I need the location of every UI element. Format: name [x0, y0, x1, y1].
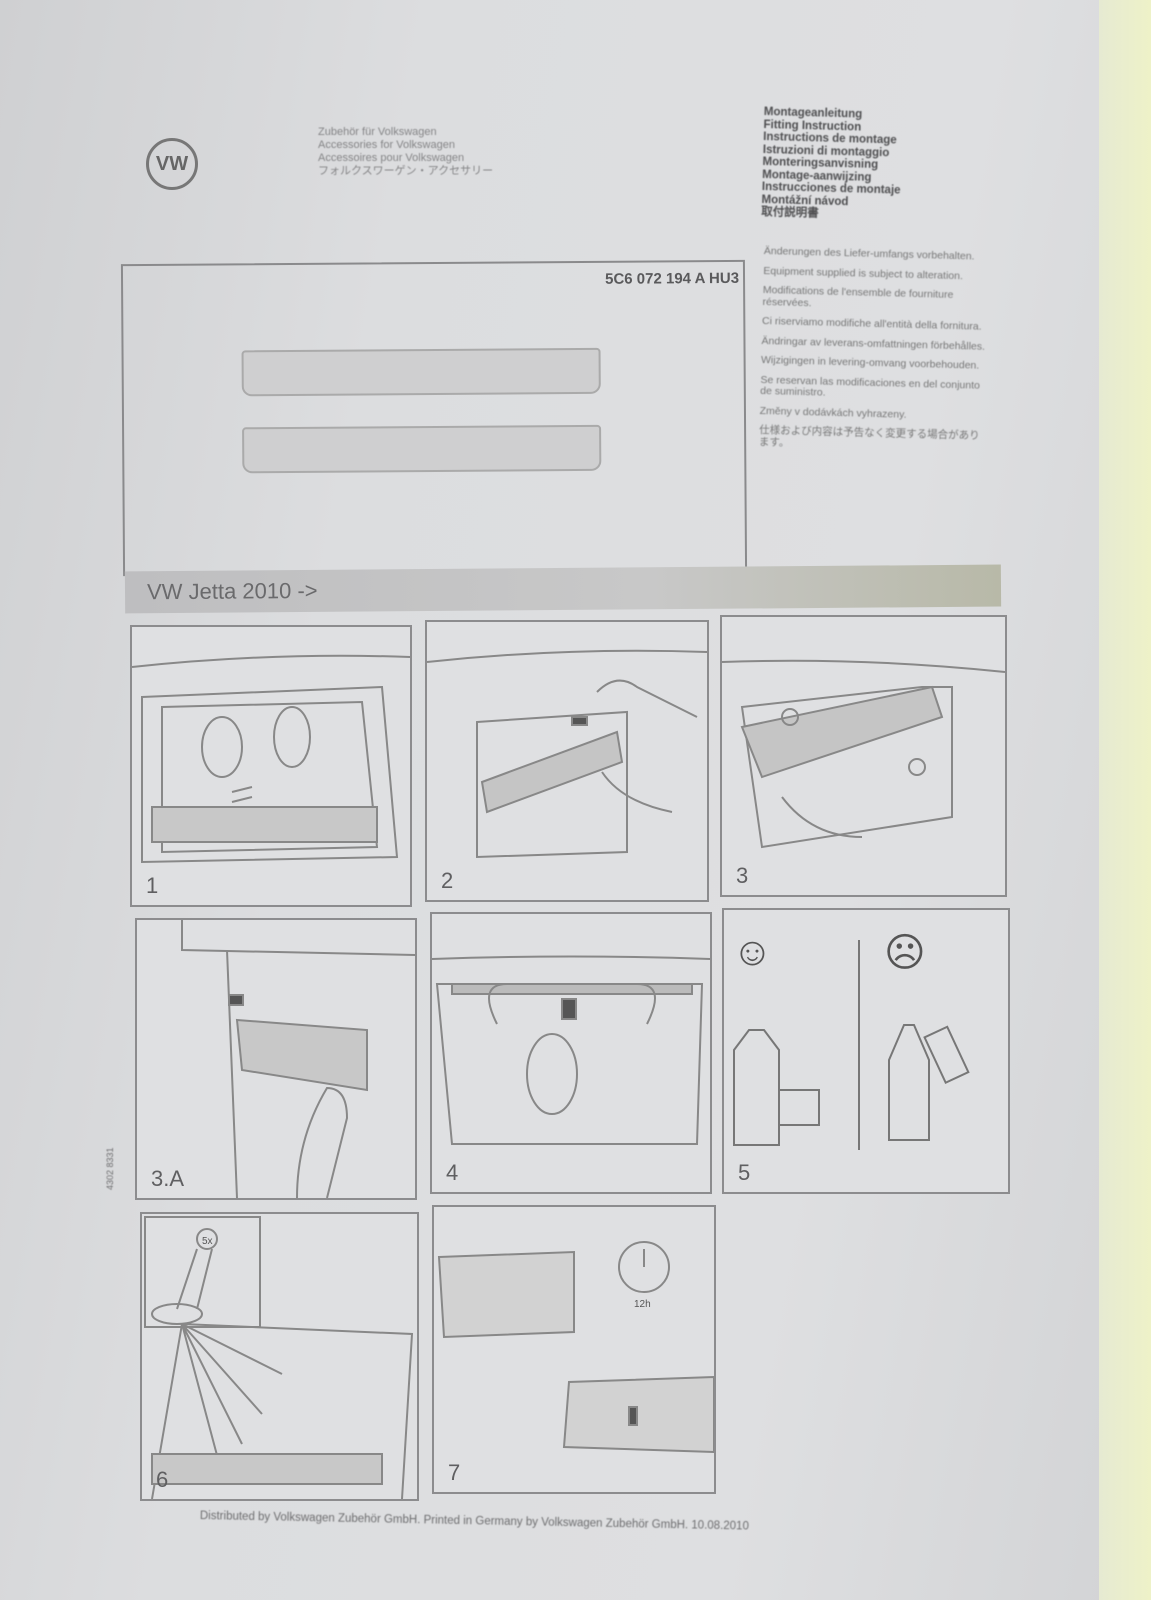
window-illustration [432, 955, 710, 1145]
visor-image [242, 424, 602, 474]
window-illustration: 5x [144, 1216, 414, 1499]
publisher-block: Zubehör für Volkswagen Accessories for V… [318, 126, 493, 178]
vehicle-banner: VW Jetta 2010 -> [124, 564, 1002, 614]
publisher-line: フォルクスワーゲン・アクセサリー [318, 165, 494, 177]
vehicle-label: VW Jetta 2010 -> [146, 577, 318, 605]
window-illustration: 12h [437, 1241, 714, 1454]
step-panel-2: 2 [425, 620, 709, 902]
window-illustration [722, 659, 1005, 849]
note: Se reservan las modificaciones en del co… [760, 373, 981, 399]
step-panel-7: 12h 7 [432, 1205, 716, 1494]
step-panel-6: 5x 6 [140, 1212, 419, 1501]
step-number: 6 [156, 1467, 169, 1492]
step-panel-1: 1 [130, 625, 412, 907]
frown-icon: ☹ [884, 931, 926, 975]
side-code: 4302 8331 [105, 1147, 115, 1190]
step-number: 2 [441, 868, 454, 893]
step-panel-3a: 3.A [135, 918, 417, 1200]
step-number: 1 [146, 873, 159, 898]
timer-text: 12h [634, 1299, 651, 1310]
window-illustration [181, 920, 415, 1198]
note: 仕様および内容は予告なく変更する場合があります。 [758, 423, 980, 449]
product-box: 5C6 072 194 A HU3 [120, 259, 748, 577]
window-illustration [427, 649, 707, 859]
publisher-line: Zubehör für Volkswagen [318, 126, 437, 138]
notes-block: Änderungen des Liefer-umfangs vorbehalte… [758, 245, 989, 462]
title-block: Montageanleitung Fitting Instruction Ins… [761, 106, 903, 222]
part-number: 5C6 072 194 A HU3 [605, 269, 740, 288]
note: Ci riserviamo modifiche all'entità della… [761, 314, 982, 333]
note: Equipment supplied is subject to alterat… [763, 264, 964, 282]
title-line: 取付説明書 [761, 205, 819, 220]
cleaner-illustration [733, 940, 970, 1150]
note: Wijzigingen in levering-omvang voorbehou… [760, 353, 980, 372]
footer-text: Distributed by Volkswagen Zubehör GmbH. … [199, 1510, 749, 1533]
note: Změny v dodávkách vyhrazeny. [759, 404, 907, 421]
step-number: 7 [448, 1460, 461, 1485]
smiley-icon: ☺ [732, 930, 773, 974]
window-illustration [132, 654, 410, 864]
step-number: 5 [738, 1160, 751, 1185]
publisher-line: Accessories for Volkswagen [318, 139, 455, 151]
step-panel-3: 3 [720, 615, 1007, 897]
page-edge [1099, 0, 1151, 1600]
vw-logo: VW [146, 138, 198, 190]
visor-image [241, 347, 601, 397]
step-panel-4: 4 [430, 912, 712, 1194]
note: Modifications de l'ensemble de fournitur… [762, 283, 954, 309]
step-panel-5: ☺ ☹ 5 [722, 908, 1010, 1194]
step-number: 3 [736, 863, 749, 888]
note: Änderungen des Liefer-umfangs vorbehalte… [763, 245, 975, 263]
callout-text: 5x [202, 1236, 213, 1247]
publisher-line: Accessoires pour Volkswagen [318, 152, 465, 164]
step-number: 3.A [151, 1166, 185, 1191]
note: Ändringar av leverans-omfattningen förbe… [761, 334, 986, 353]
step-number: 4 [446, 1160, 459, 1185]
